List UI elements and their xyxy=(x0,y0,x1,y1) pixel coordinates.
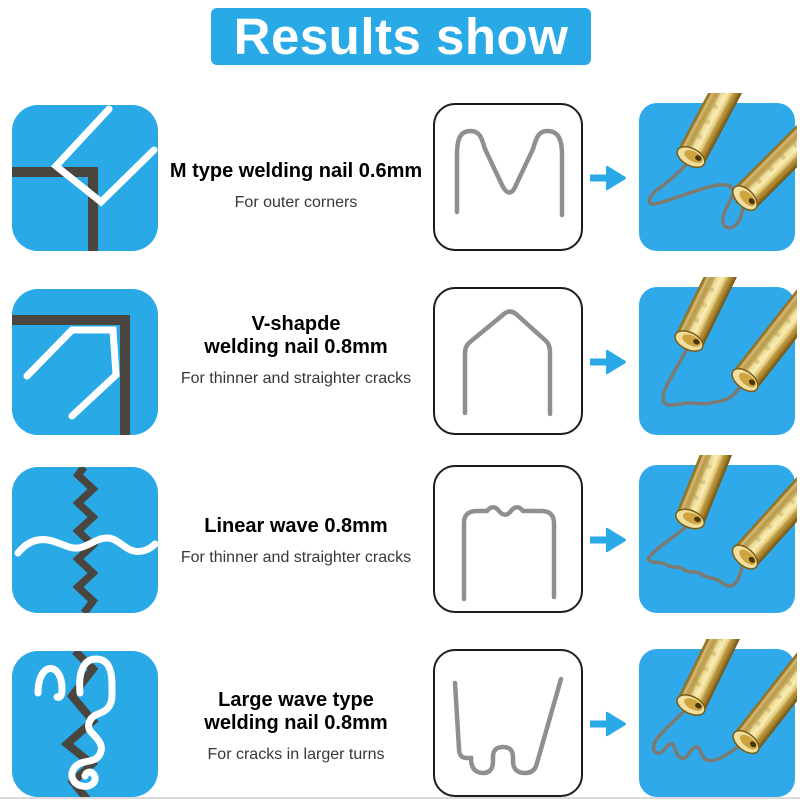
v-shape-staple xyxy=(462,309,553,417)
v-staple-applied-photo xyxy=(639,277,797,435)
right-arrow-icon xyxy=(590,349,626,375)
page-title: Results show xyxy=(233,8,569,65)
m-shape-staple xyxy=(454,128,565,218)
linear-wave-applied-photo xyxy=(639,455,797,613)
row-linear-wave: Linear wave 0.8mm For thinner and straig… xyxy=(0,465,800,613)
right-arrow-icon xyxy=(590,165,626,191)
staple-sample-box xyxy=(433,465,583,613)
outer-corner-crack-icon xyxy=(12,105,158,251)
right-arrow-icon xyxy=(590,711,626,737)
row-subtext: For thinner and straighter cracks xyxy=(180,369,412,387)
m-staple-applied-photo xyxy=(639,93,797,251)
row-heading: Large wave type welding nail 0.8mm xyxy=(204,688,388,734)
linear-wave-staple xyxy=(461,505,557,602)
straight-crack-icon xyxy=(12,467,158,613)
row-m-type: M type welding nail 0.6mm For outer corn… xyxy=(0,103,800,251)
large-wave-staple xyxy=(452,676,564,776)
row-heading: Linear wave 0.8mm xyxy=(204,515,388,537)
title-banner: Results show xyxy=(211,8,591,65)
row-v-shape: V-shapde welding nail 0.8mm For thinner … xyxy=(0,287,800,435)
row-heading: M type welding nail 0.6mm xyxy=(169,160,423,182)
staple-sample-box xyxy=(433,103,583,251)
right-arrow-icon xyxy=(590,527,626,553)
row-subtext: For cracks in larger turns xyxy=(207,745,385,763)
staple-sample-box xyxy=(433,287,583,435)
row-heading: V-shapde welding nail 0.8mm xyxy=(204,312,388,358)
row-subtext: For thinner and straighter cracks xyxy=(180,549,412,566)
curvy-crack-icon xyxy=(12,651,158,797)
row-subtext: For outer corners xyxy=(234,194,358,211)
corner-crack-icon xyxy=(12,289,158,435)
row-large-wave: Large wave type welding nail 0.8mm For c… xyxy=(0,649,800,797)
large-wave-applied-photo xyxy=(639,639,797,797)
bottom-border xyxy=(0,797,800,799)
staple-sample-box xyxy=(433,649,583,797)
